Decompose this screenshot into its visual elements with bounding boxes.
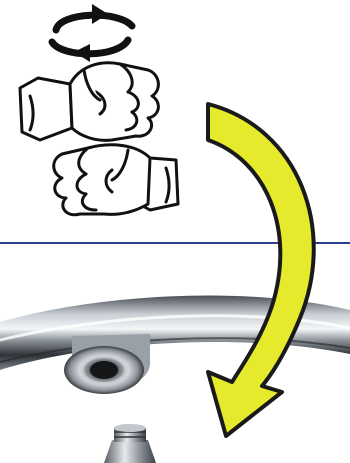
mounting-boss xyxy=(64,334,150,394)
upper-hand-icon xyxy=(20,63,158,141)
lower-hand-icon xyxy=(54,145,178,215)
stainless-rail-photo xyxy=(0,244,350,463)
rail-tube xyxy=(0,295,350,370)
twist-instruction-panel xyxy=(0,0,350,243)
twisting-hands-drawing xyxy=(0,0,350,243)
threaded-stud xyxy=(104,424,156,463)
rail-photo-panel xyxy=(0,244,350,463)
rotate-arrows-icon xyxy=(52,4,132,62)
